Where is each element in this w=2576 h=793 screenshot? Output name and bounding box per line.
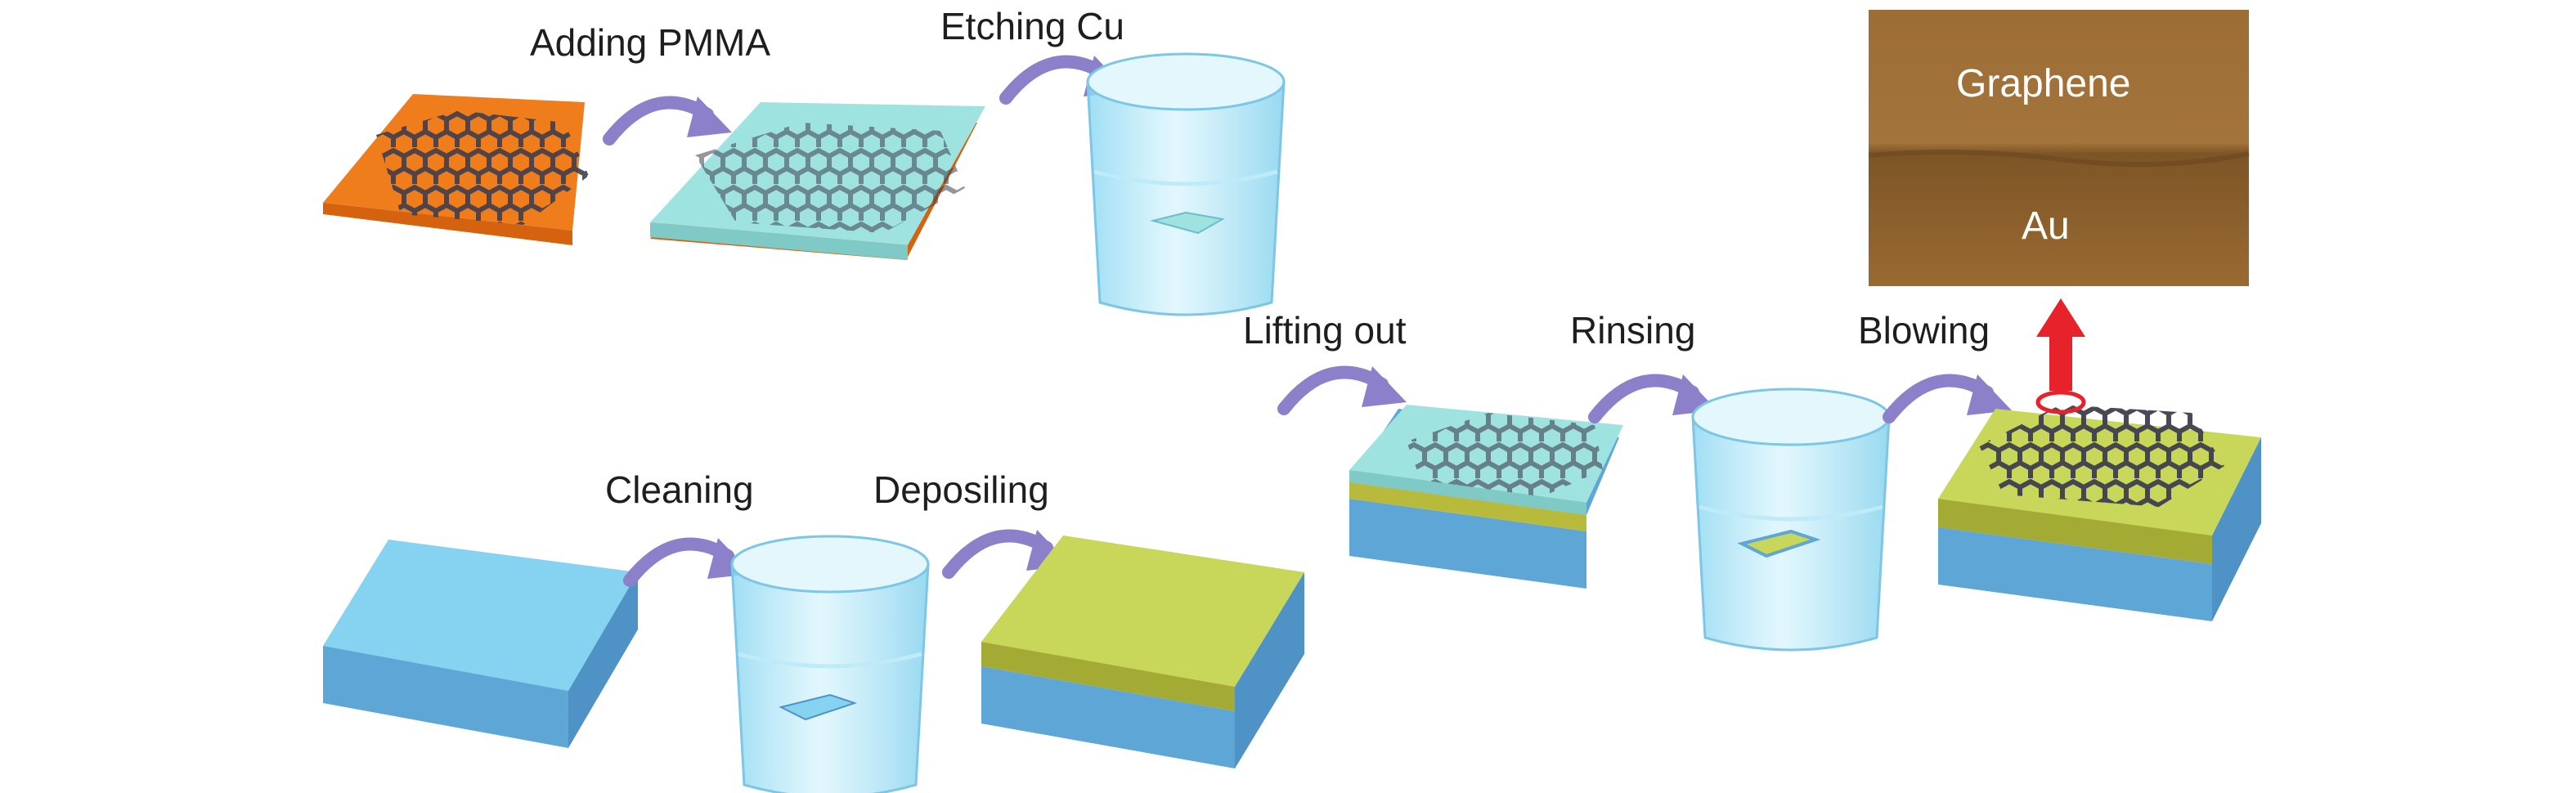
inset-label-au: Au — [2022, 204, 2070, 248]
beaker-cleaning — [732, 536, 928, 793]
blue-substrate — [323, 540, 638, 748]
pmma-coated-copper — [650, 102, 985, 260]
label-blowing: Blowing — [1858, 309, 1990, 352]
final-graphene-on-gold — [1938, 390, 2261, 621]
beaker-etching — [1088, 54, 1284, 315]
label-adding-pmma: Adding PMMA — [530, 21, 770, 64]
up-arrow-icon — [2036, 298, 2085, 391]
label-lifting-out: Lifting out — [1243, 309, 1407, 352]
label-cleaning: Cleaning — [605, 468, 754, 511]
beaker-rinsing — [1693, 389, 1889, 650]
pmma-graphene-on-gold — [1349, 405, 1623, 589]
micrograph-inset: Graphene Au — [1868, 10, 2250, 286]
label-etching-cu: Etching Cu — [940, 5, 1124, 47]
arrow-adding-pmma — [609, 96, 732, 139]
copper-foil-with-graphene — [323, 94, 589, 245]
gold-coated-substrate — [981, 535, 1304, 768]
label-deposiling: Deposiling — [873, 468, 1049, 511]
label-rinsing: Rinsing — [1570, 309, 1695, 352]
arrow-lifting-out — [1284, 366, 1407, 409]
highlight-ring — [2035, 390, 2086, 414]
arrow-blowing — [1889, 374, 2012, 417]
inset-label-graphene: Graphene — [1956, 62, 2131, 105]
